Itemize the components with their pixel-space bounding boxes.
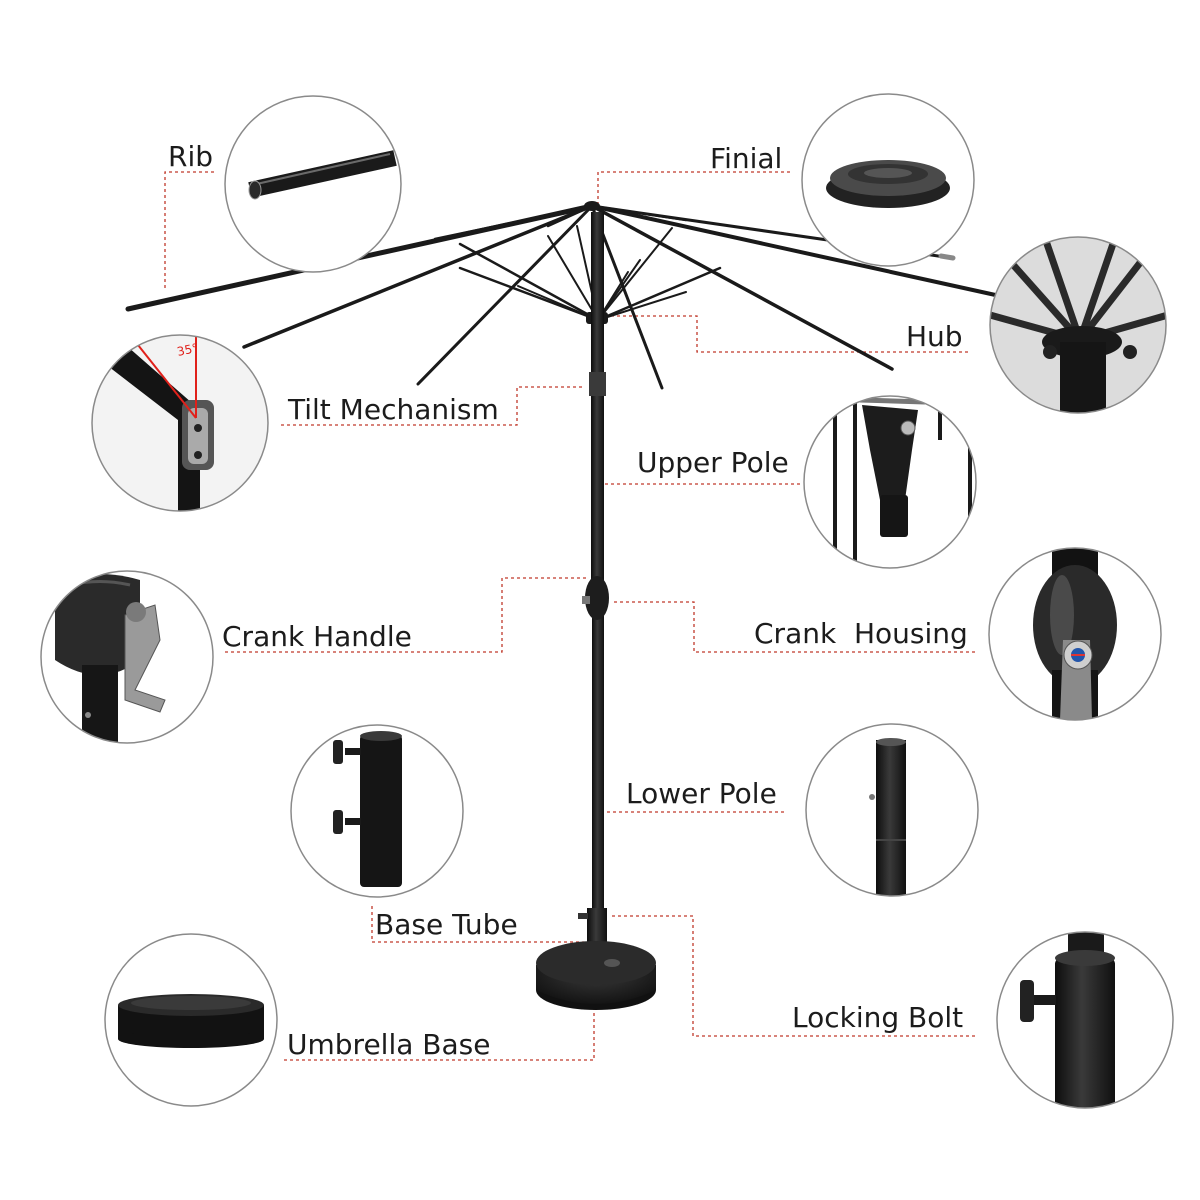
leader-lines xyxy=(164,171,975,1061)
strut-line xyxy=(458,266,600,322)
tilt-angle-label: 35° xyxy=(176,341,200,359)
crank-housing-detail-circle xyxy=(988,547,1162,721)
locking-bolt-detail-circle xyxy=(996,931,1174,1109)
strut-line xyxy=(547,235,599,321)
crank-handle-detail-circle xyxy=(40,570,214,744)
rib-detail-circle xyxy=(224,95,402,273)
tilt-collar xyxy=(589,372,606,396)
leader-locking-bolt xyxy=(612,915,975,1037)
finial-top xyxy=(584,201,600,211)
lower-pole xyxy=(592,590,604,915)
label-hub: Hub xyxy=(906,320,963,353)
label-umbrella-base: Umbrella Base xyxy=(287,1028,491,1061)
label-finial: Finial xyxy=(710,142,783,175)
finial-detail-circle xyxy=(801,93,975,267)
strut-line xyxy=(517,285,599,321)
leader-finial xyxy=(597,171,790,203)
leader-hub xyxy=(611,315,968,353)
rib-line xyxy=(590,204,894,371)
upper-pole-detail-circle xyxy=(803,395,977,569)
label-rib: Rib xyxy=(168,140,214,173)
rib-line xyxy=(433,204,594,241)
leader-rib xyxy=(164,171,214,288)
label-tilt-mechanism: Tilt Mechanism xyxy=(288,393,499,426)
label-upper-pole: Upper Pole xyxy=(637,446,789,479)
hub-detail-circle xyxy=(989,236,1167,414)
strut-line xyxy=(597,227,673,321)
umbrella-base-detail-circle xyxy=(104,933,278,1107)
rib-line xyxy=(416,204,594,386)
rib-line xyxy=(546,204,594,228)
label-crank-housing: Crank Housing xyxy=(754,617,968,650)
strut-line xyxy=(458,242,600,322)
leader-crank-housing xyxy=(612,601,975,653)
upper-pole xyxy=(591,212,604,592)
label-crank-handle: Crank Handle xyxy=(222,620,412,653)
rib-line xyxy=(590,204,688,222)
strut-line xyxy=(596,266,722,322)
leader-umbrella-base xyxy=(284,992,595,1061)
rib-line xyxy=(242,204,594,349)
leader-base-tube xyxy=(371,906,584,943)
lower-pole-detail-circle xyxy=(805,723,979,897)
leader-tilt xyxy=(281,386,582,426)
crank-housing-shape xyxy=(585,576,609,620)
umbrella-frame xyxy=(125,203,1002,390)
leader-crank-handle xyxy=(225,577,588,653)
label-locking-bolt: Locking Bolt xyxy=(792,1001,964,1034)
rib-line xyxy=(590,204,1002,298)
tilt-detail-circle: 35° xyxy=(91,334,269,512)
label-base-tube: Base Tube xyxy=(375,908,518,941)
strut-line xyxy=(597,291,687,321)
base-tube-detail-circle xyxy=(290,724,464,898)
label-lower-pole: Lower Pole xyxy=(626,777,777,810)
